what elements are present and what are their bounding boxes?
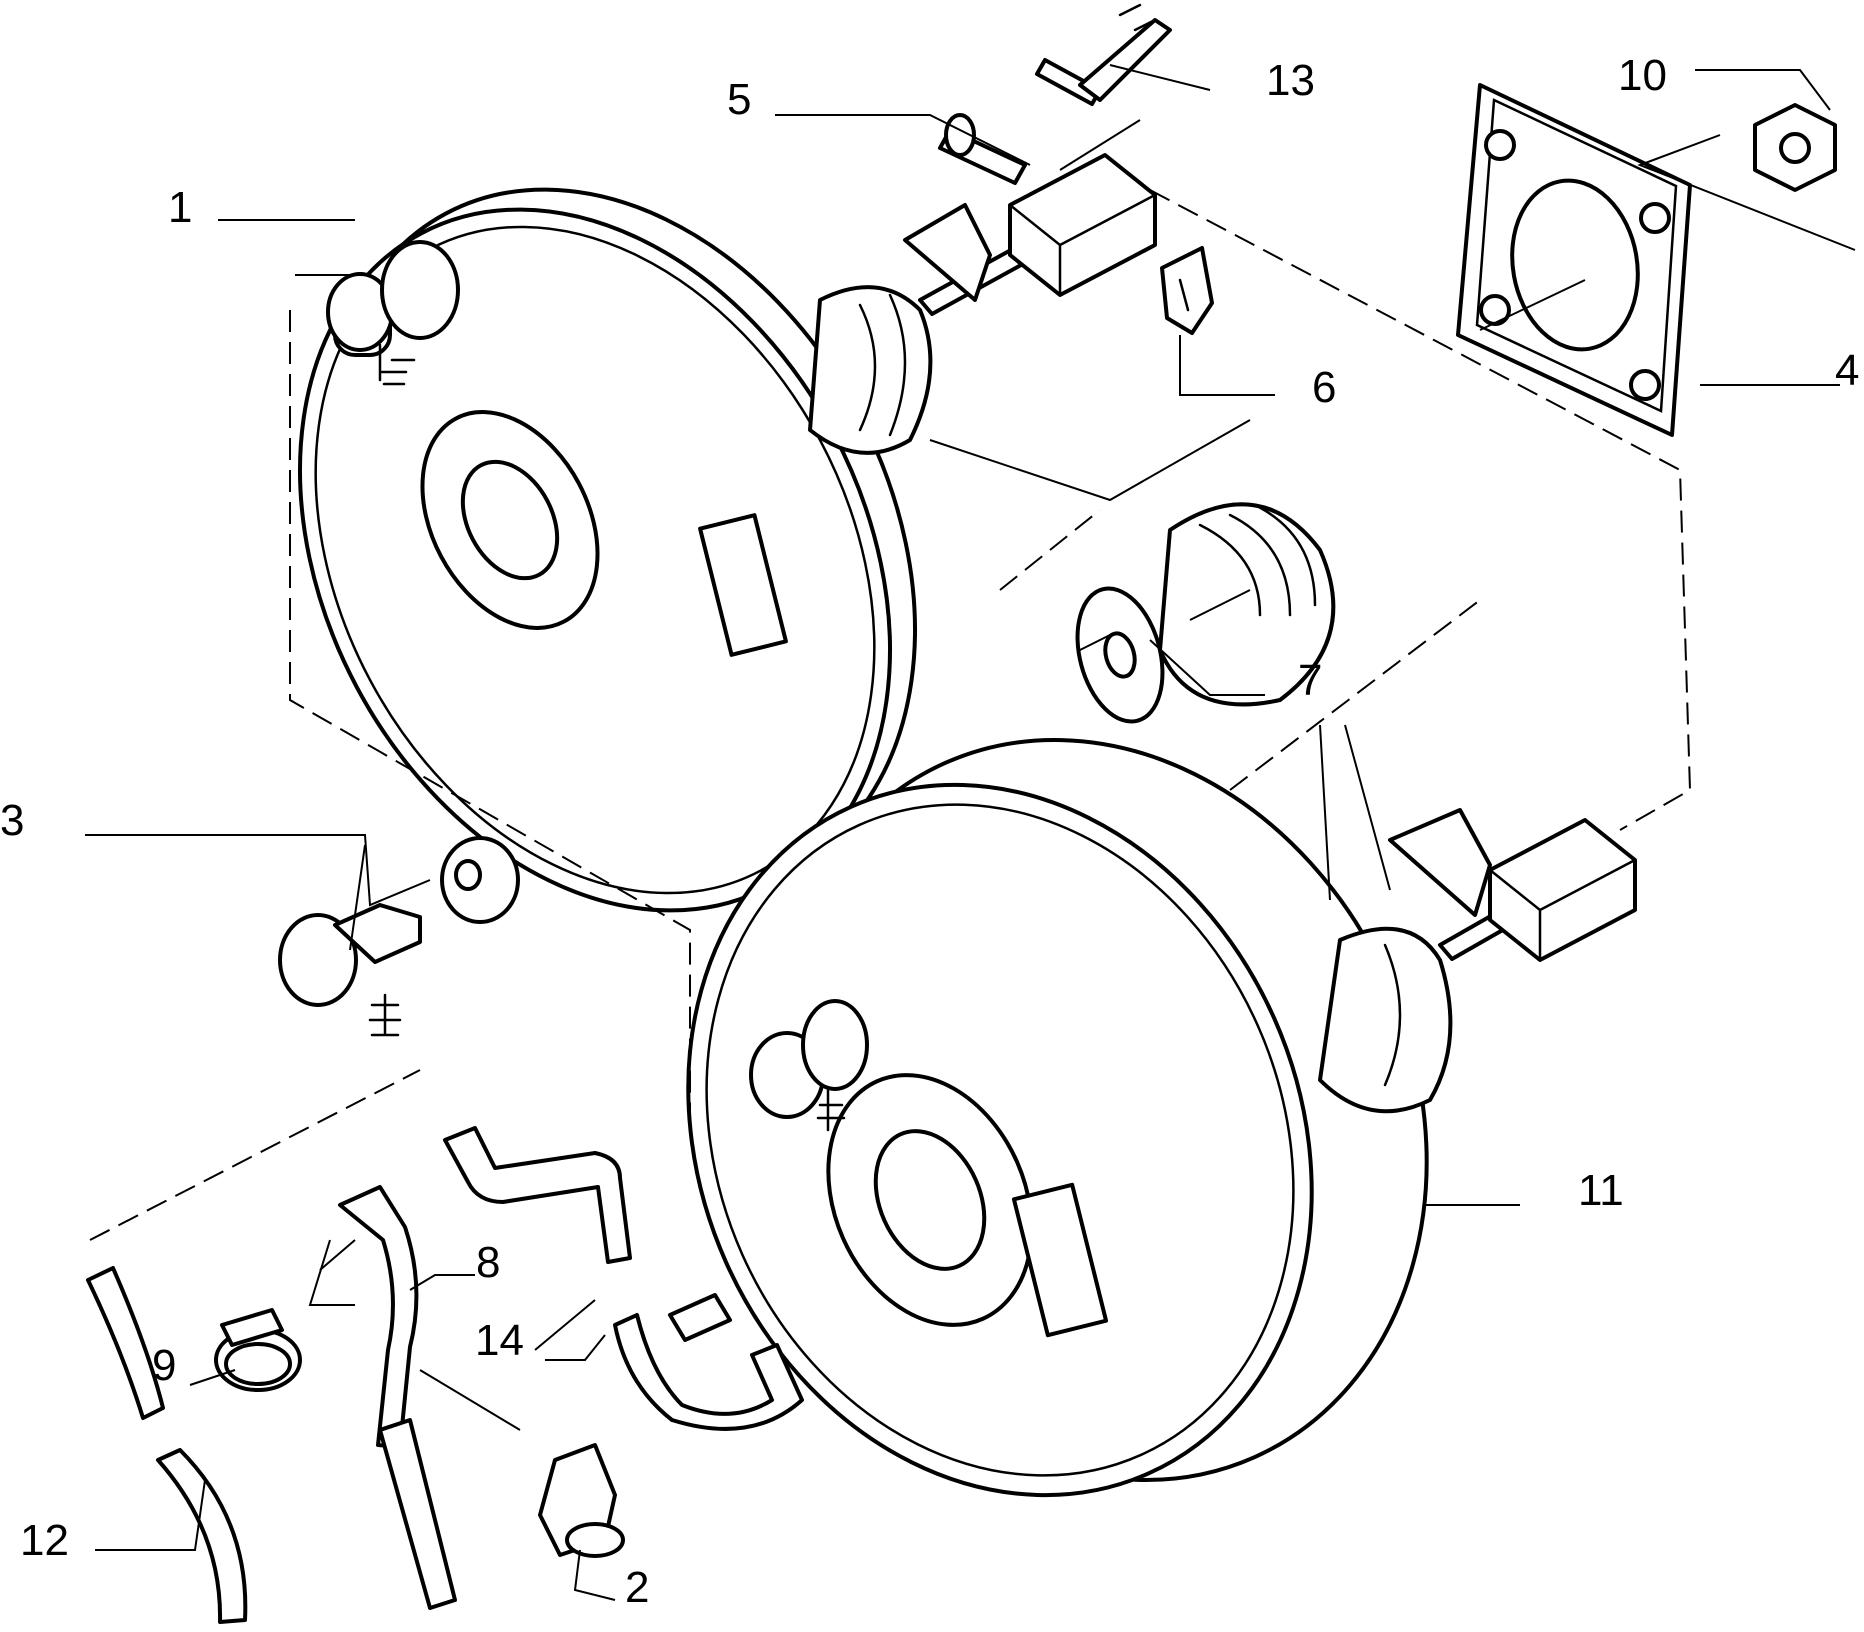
booster-upper bbox=[298, 153, 1157, 913]
boot-and-washer bbox=[1075, 502, 1336, 724]
retaining-clip bbox=[1160, 246, 1214, 335]
hose-connector bbox=[538, 1443, 625, 1558]
callout-7: 7 bbox=[1298, 656, 1322, 705]
callout-5: 5 bbox=[727, 75, 751, 124]
callout-11: 11 bbox=[1578, 1166, 1624, 1215]
check-valve-assembly bbox=[278, 836, 520, 1037]
callout-2: 2 bbox=[625, 1563, 649, 1612]
assembly-dashed-lines bbox=[89, 189, 1692, 1241]
hose-clamp bbox=[214, 1308, 302, 1392]
callout-labels: 1 2 3 4 5 6 7 8 9 10 11 12 13 14 bbox=[0, 51, 1859, 1612]
callout-3: 3 bbox=[0, 796, 24, 845]
clevis-pin bbox=[938, 113, 1027, 185]
callout-6: 6 bbox=[1312, 363, 1336, 412]
pin-with-clip bbox=[1035, 3, 1172, 106]
callout-1: 1 bbox=[168, 183, 192, 232]
callout-13: 13 bbox=[1266, 56, 1315, 105]
flange-nut bbox=[1753, 103, 1837, 192]
callout-8: 8 bbox=[476, 1238, 500, 1287]
callout-9: 9 bbox=[152, 1341, 176, 1390]
booster-lower bbox=[686, 737, 1637, 1498]
leader-lines bbox=[85, 64, 1856, 1601]
callout-10: 10 bbox=[1618, 51, 1667, 100]
callout-12: 12 bbox=[20, 1516, 69, 1565]
callout-14: 14 bbox=[475, 1316, 524, 1365]
vacuum-hoses bbox=[86, 1126, 804, 1624]
flange-gasket bbox=[1456, 83, 1692, 437]
callout-4: 4 bbox=[1835, 346, 1859, 395]
